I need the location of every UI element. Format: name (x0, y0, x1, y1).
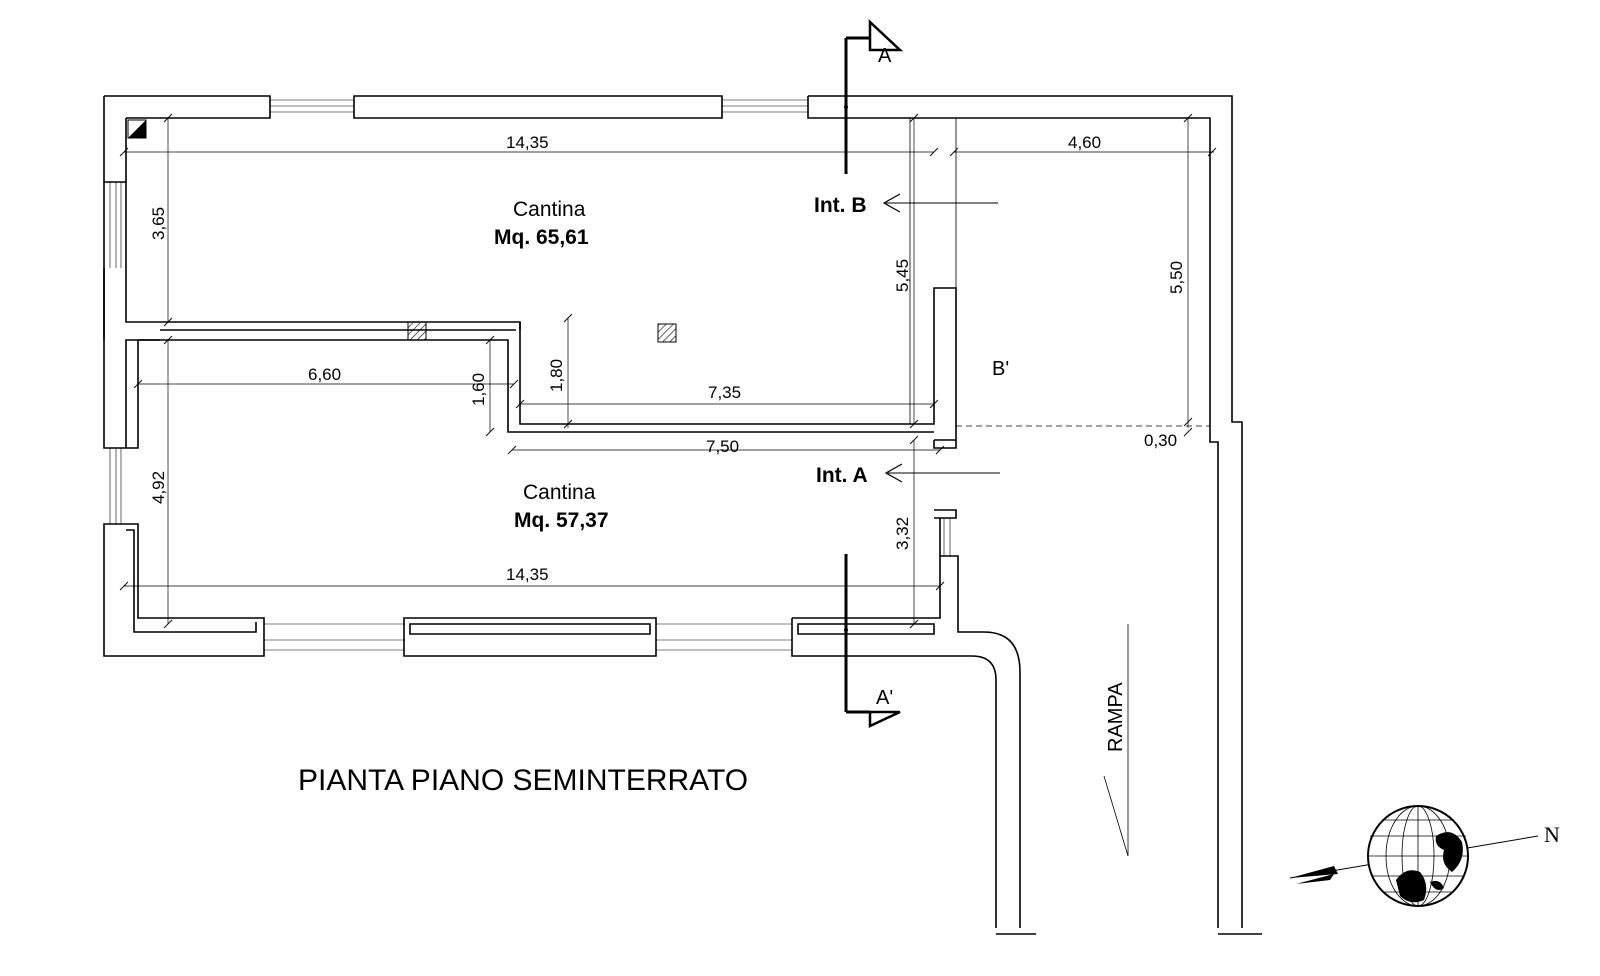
right-window (943, 518, 951, 556)
pillars (127, 119, 677, 343)
section-a-marker: A (844, 19, 904, 174)
left-window-2 (109, 448, 122, 524)
left-wall-lower (103, 523, 265, 657)
dim-lower-height: 4,92 (149, 471, 168, 504)
dim-top-width: 14,35 (506, 133, 549, 152)
dim-corridor-right: 7,35 (708, 383, 741, 402)
top-wall-right (807, 95, 1243, 928)
dim-upper-height: 3,65 (149, 207, 168, 240)
dim-bottom-width: 14,35 (506, 565, 549, 584)
dim-step-height: 1,80 (547, 359, 566, 392)
dim-lower-mid: 7,50 (706, 437, 739, 456)
b-prime-label: B' (992, 358, 1009, 380)
corridor-wall-top (160, 287, 957, 441)
globe-compass-icon: N (1289, 805, 1560, 907)
left-window-1 (109, 182, 122, 268)
room-1-name: Cantina (513, 198, 586, 221)
left-wall-upper-2 (103, 182, 127, 268)
bottom-wall-right (791, 555, 1021, 928)
dim-right-width: 4,60 (1068, 133, 1101, 152)
corner-pillar-fill (128, 120, 146, 138)
north-label: N (1544, 822, 1560, 847)
room-1-area: Mq. 65,61 (494, 226, 589, 249)
room-labels: Cantina Mq. 65,61 Cantina Mq. 57,37 B' (494, 198, 1009, 532)
top-wall-left (104, 95, 271, 119)
bottom-window-1 (264, 623, 404, 651)
int-a-marker: Int. A (816, 463, 1000, 487)
dim-mid-height: 5,45 (893, 259, 912, 292)
int-b-label: Int. B (814, 194, 867, 217)
dim-gap: 0,30 (1144, 431, 1177, 450)
pillar-corridor (407, 321, 427, 341)
dim-lower-right: 3,32 (893, 517, 912, 550)
right-jamb (933, 440, 957, 556)
ramp-label: RAMPA (1105, 682, 1127, 752)
dim-right-height: 5,50 (1167, 261, 1186, 294)
top-window-1 (270, 99, 354, 113)
right-inner-lines (909, 118, 957, 424)
plan-title: PIANTA PIANO SEMINTERRATO (298, 764, 748, 797)
left-wall-mid (103, 268, 160, 449)
room-2-name: Cantina (523, 481, 596, 504)
top-wall-mid (353, 95, 723, 119)
top-window-2 (722, 99, 808, 113)
section-a-prime-label: A' (876, 687, 893, 709)
section-a-label: A (878, 45, 892, 67)
section-a-prime-marker: A' (844, 554, 901, 728)
room-2-area: Mq. 57,37 (514, 509, 609, 532)
int-a-label: Int. A (816, 464, 868, 487)
dim-corridor-height: 1,60 (469, 373, 488, 406)
arrow-left-icon (882, 193, 901, 213)
arrow-left-icon (884, 463, 903, 483)
pillar-center (657, 323, 677, 343)
section-flag-icon (868, 19, 904, 52)
dimension-lines (119, 113, 1217, 629)
ramp: RAMPA (996, 624, 1262, 935)
dim-corridor-left: 6,60 (308, 365, 341, 384)
dimension-labels: 14,35 4,60 3,65 5,45 5,50 6,60 1,60 1,80… (149, 133, 1186, 584)
section-flag-icon (868, 710, 901, 728)
int-b-marker: Int. B (814, 193, 998, 217)
bottom-wall-mid (403, 617, 657, 657)
bottom-window-2 (656, 623, 792, 651)
walls (103, 95, 1243, 928)
corridor-wall-bottom (138, 322, 934, 433)
